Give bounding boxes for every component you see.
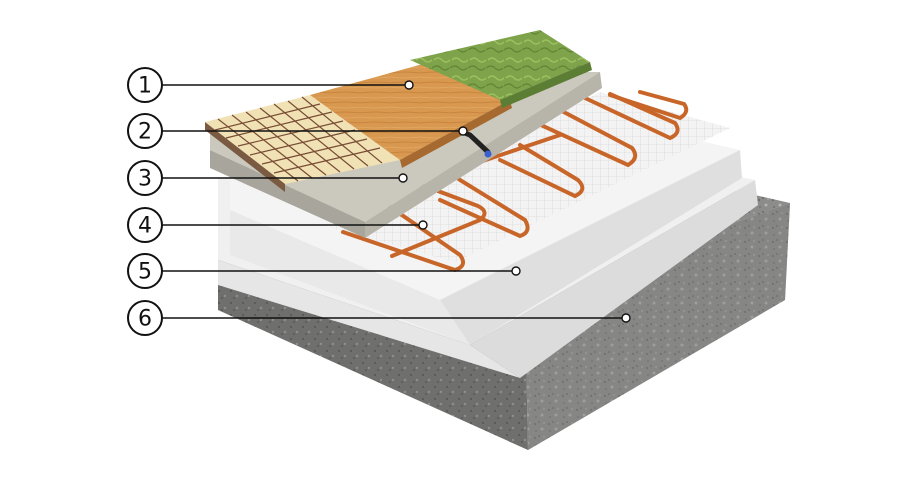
callout-dot-6 (621, 313, 631, 323)
callout-circle-2 (127, 113, 163, 149)
callout-number-6: 6 (138, 307, 152, 332)
callout-dot-3 (398, 173, 408, 183)
tile-floor (205, 95, 400, 184)
callout-circle-4 (127, 207, 163, 243)
callout-dot-2 (458, 126, 468, 136)
callout-numbers: 1 2 3 4 5 6 (138, 74, 152, 332)
callout-number-4: 4 (138, 214, 152, 239)
floor-finish-layer (205, 30, 592, 192)
callout-number-3: 3 (138, 167, 152, 192)
callout-dots (398, 80, 631, 323)
callout-dot-4 (418, 220, 428, 230)
tile-grid (214, 96, 383, 182)
callout-number-1: 1 (138, 74, 152, 99)
callout-number-5: 5 (138, 260, 152, 285)
carpet-floor (410, 30, 590, 100)
callout-dot-5 (511, 266, 521, 276)
callout-circles (127, 67, 163, 336)
callout-dot-1 (404, 80, 414, 90)
callout-circle-1 (127, 67, 163, 103)
callout-circle-6 (127, 300, 163, 336)
mesh-surface (330, 92, 730, 262)
callout-lines (162, 84, 626, 319)
callout-circle-5 (127, 253, 163, 289)
callout-number-2: 2 (138, 120, 152, 145)
callout-circle-3 (127, 160, 163, 196)
wood-floor (310, 62, 510, 160)
